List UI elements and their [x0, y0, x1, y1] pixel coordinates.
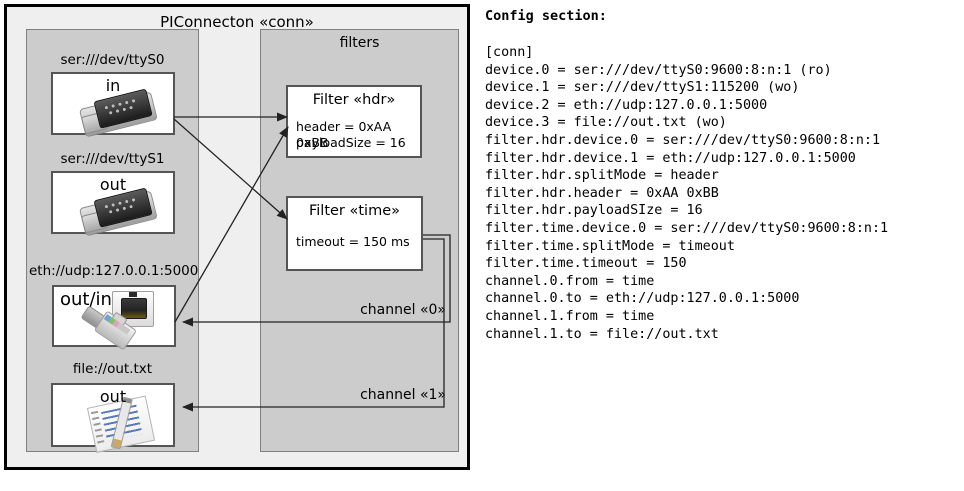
- filters-panel: filters Filter «hdr» header = 0xAA 0xBB …: [260, 29, 459, 452]
- config-lines: [conn] device.0 = ser:///dev/ttyS0:9600:8…: [485, 44, 888, 343]
- device-label-file: file://out.txt: [72, 361, 153, 377]
- network-rj45-icon: [112, 291, 154, 327]
- filters-panel-title: filters: [339, 35, 380, 51]
- config-line: [conn]: [485, 45, 534, 60]
- config-line: device.0 = ser:///dev/ttyS0:9600:8:n:1 (…: [485, 62, 832, 78]
- config-line: device.3 = file://out.txt (wo): [485, 115, 727, 131]
- wire-eth-to-hdr: [174, 126, 289, 323]
- config-line: filter.time.timeout = 150: [485, 256, 687, 272]
- device-box-ttys0[interactable]: in: [51, 72, 175, 138]
- device-group-ttys1: ser:///dev/ttyS1 out: [35, 151, 190, 249]
- config-line: filter.time.device.0 = ser:///dev/ttyS0:…: [485, 220, 889, 236]
- device-box-label-out-serial: out: [99, 175, 127, 194]
- device-group-file: file://out.txt out: [35, 361, 190, 461]
- config-line: filter.hdr.payloadSIze = 16: [485, 203, 703, 219]
- config-line: filter.time.splitMode = timeout: [485, 238, 735, 254]
- config-line: filter.hdr.splitMode = header: [485, 168, 719, 184]
- filter-prop-hdr-header: header = 0xAA 0xBB: [296, 119, 392, 150]
- filter-prop-time-timeout: timeout = 150 ms: [296, 234, 410, 249]
- devices-panel: ser:///dev/ttyS0 in ser:///dev/ttyS1 out: [26, 29, 199, 453]
- filter-prop-hdr-payloadsize: payloadSize = 16: [296, 135, 406, 150]
- device-box-file[interactable]: out: [51, 383, 175, 453]
- channel-label-0: channel «0»: [360, 302, 446, 318]
- wire-channel-0: [182, 234, 451, 327]
- device-group-eth: eth://udp:127.0.0.1:5000 out/in: [29, 263, 199, 361]
- config-line: device.1 = ser:///dev/ttyS1:115200 (wo): [485, 80, 800, 96]
- channel-label-1: channel «1»: [360, 387, 446, 403]
- piconnecton-frame: PIConnecton «conn» ser:///dev/ttyS0 in: [4, 4, 470, 470]
- filter-title-time: Filter «time»: [308, 203, 401, 219]
- device-box-eth[interactable]: out/in: [52, 285, 176, 351]
- config-line: channel.1.to = file://out.txt: [485, 326, 719, 342]
- config-heading: Config section:: [485, 8, 607, 24]
- device-box-ttys1[interactable]: out: [51, 171, 175, 237]
- filter-box-hdr[interactable]: Filter «hdr» header = 0xAA 0xBB payloadS…: [286, 85, 422, 158]
- config-line: channel.0.from = time: [485, 273, 655, 289]
- wire-channel-1: [182, 238, 445, 412]
- config-line: filter.hdr.header = 0xAA 0xBB: [485, 185, 719, 201]
- config-line: device.2 = eth://udp:127.0.0.1:5000: [485, 97, 768, 113]
- wire-ttys0-to-time: [173, 118, 288, 220]
- device-box-label-outin: out/in: [60, 289, 112, 310]
- config-section: Config section: [conn] device.0 = ser:///…: [482, 0, 964, 484]
- config-line: channel.0.to = eth://udp:127.0.0.1:5000: [485, 291, 800, 307]
- connector-wires: [173, 112, 451, 412]
- device-label-eth: eth://udp:127.0.0.1:5000: [29, 263, 199, 279]
- filter-title-hdr: Filter «hdr»: [312, 92, 396, 108]
- diagram-title: PIConnecton «conn»: [160, 13, 314, 31]
- filter-box-time[interactable]: Filter «time» timeout = 150 ms: [286, 196, 423, 271]
- device-label-ttys0: ser:///dev/ttyS0: [60, 52, 165, 68]
- device-box-label-in: in: [105, 76, 121, 95]
- config-line: channel.1.from = time: [485, 308, 655, 324]
- device-label-ttys1: ser:///dev/ttyS1: [60, 151, 165, 167]
- config-line: filter.hdr.device.0 = ser:///dev/ttyS0:9…: [485, 132, 881, 148]
- device-group-ttys0: ser:///dev/ttyS0 in: [35, 52, 190, 150]
- config-line: filter.hdr.device.1 = eth://udp:127.0.0.…: [485, 150, 856, 166]
- device-box-label-out-file: out: [99, 387, 127, 406]
- connector-diagram: PIConnecton «conn» ser:///dev/ttyS0 in: [0, 0, 478, 484]
